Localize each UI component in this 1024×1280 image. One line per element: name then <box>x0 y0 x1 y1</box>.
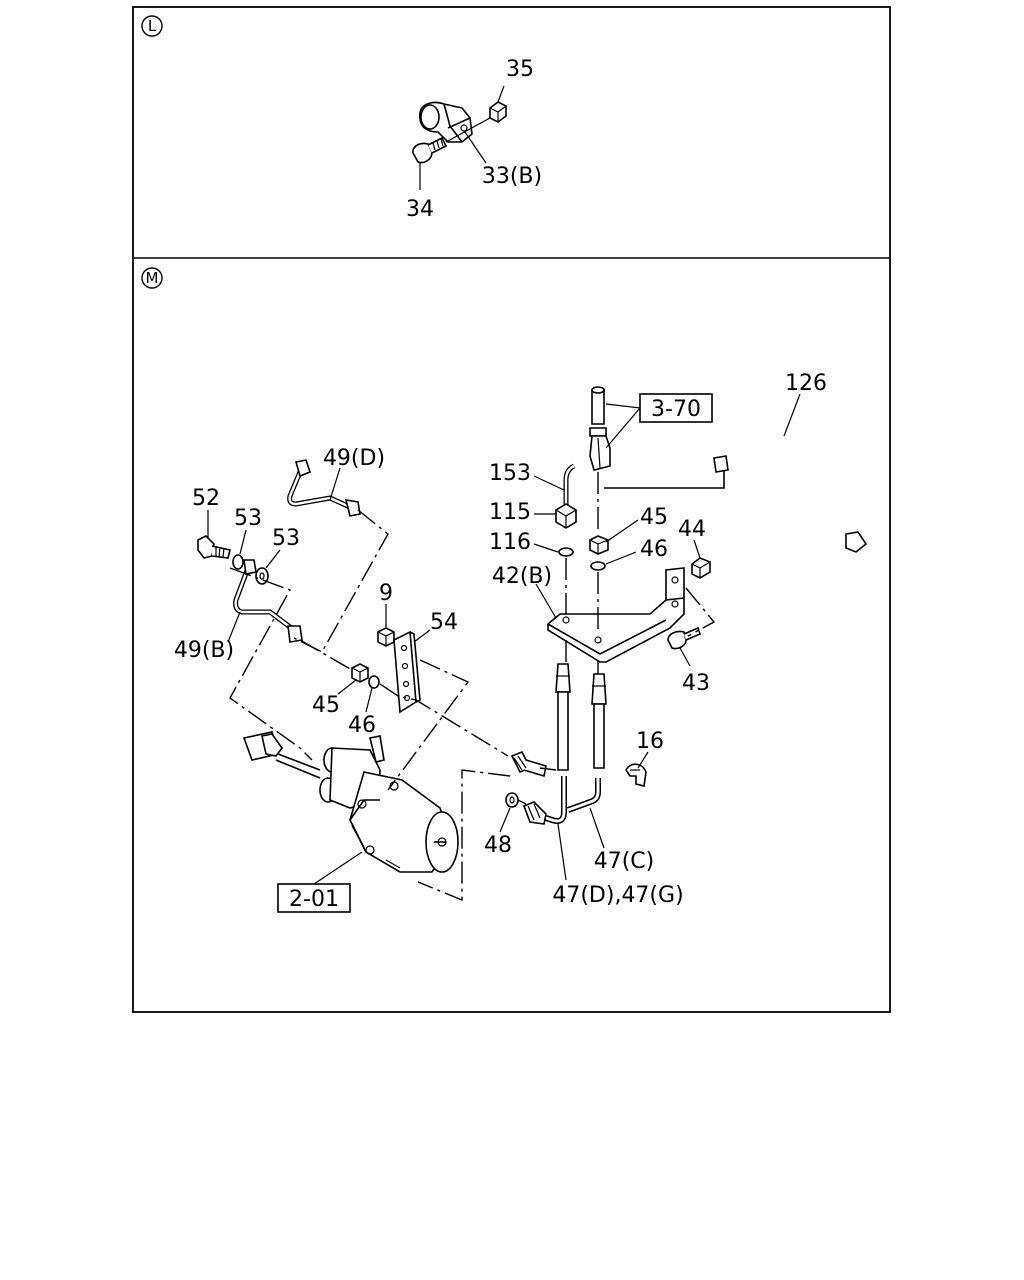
label-48: 48 <box>484 833 512 858</box>
label-34: 34 <box>406 197 434 222</box>
label-35: 35 <box>506 57 534 82</box>
section-mark-l: L <box>141 15 163 37</box>
label-46-lower: 46 <box>348 713 376 738</box>
label-153: 153 <box>489 461 531 486</box>
clip-16 <box>625 763 647 787</box>
bracket-42b <box>547 567 685 663</box>
assembly-line-g <box>517 799 527 805</box>
label-43: 43 <box>682 671 710 696</box>
assembly-line-a <box>293 509 389 653</box>
label-44: 44 <box>678 517 706 542</box>
nut-45-lower <box>351 663 369 683</box>
label-45-upper: 45 <box>640 505 668 530</box>
hose-right <box>591 673 607 769</box>
label-116: 116 <box>489 530 531 555</box>
outer-frame <box>132 6 891 1013</box>
label-53-b: 53 <box>272 526 300 551</box>
assembly-line-f <box>539 767 557 771</box>
nut-9 <box>377 627 395 647</box>
washer-48 <box>505 792 519 808</box>
assembly-line-d <box>379 683 509 757</box>
pipe-47c <box>566 778 601 813</box>
svg-text:L: L <box>148 17 157 35</box>
label-16: 16 <box>636 729 664 754</box>
sensor-3-70 <box>589 386 611 471</box>
nut-45-upper <box>589 535 609 555</box>
fitting-lower <box>510 750 547 778</box>
washer-46-lower <box>368 675 380 689</box>
nut-44 <box>691 557 711 579</box>
label-54: 54 <box>430 610 458 635</box>
bolt-43 <box>667 626 701 650</box>
washer-46-upper <box>590 561 606 571</box>
label-126: 126 <box>785 371 827 396</box>
label-115: 115 <box>489 500 531 525</box>
ref-box-3-70 <box>639 393 713 423</box>
label-9: 9 <box>379 581 393 606</box>
washer-53-a <box>232 554 244 570</box>
hose-left <box>555 663 571 771</box>
label-42b: 42(B) <box>492 564 552 589</box>
pipe-47d-47g <box>522 776 567 825</box>
label-47d-47g: 47(D),47(G) <box>552 883 683 908</box>
washer-116 <box>558 547 574 557</box>
bracket-clamp-33b <box>419 101 473 143</box>
nut-115 <box>555 503 577 529</box>
assembly-line-e <box>387 659 470 791</box>
section-mark-m: M <box>141 267 163 289</box>
assembly-line-b <box>229 567 313 761</box>
label-49b: 49(B) <box>174 638 234 663</box>
clutch-booster-2-01 <box>242 731 459 873</box>
label-46-upper: 46 <box>640 537 668 562</box>
pipe-126 <box>713 420 868 553</box>
svg-text:M: M <box>146 269 159 287</box>
assembly-line-c <box>299 639 353 671</box>
ref-2-01: 2-01 <box>289 887 339 912</box>
bolt-52 <box>197 535 231 559</box>
link-126 <box>604 470 725 489</box>
pipe-153 <box>563 463 576 508</box>
washer-53-b <box>255 567 269 585</box>
label-47c: 47(C) <box>594 849 655 874</box>
pipe-49b <box>233 559 303 643</box>
nut-35 <box>489 101 507 123</box>
label-53-a: 53 <box>234 506 262 531</box>
label-33b: 33(B) <box>482 164 542 189</box>
pipe-49d <box>287 459 361 517</box>
bolt-34 <box>412 136 448 164</box>
assembly-line-n <box>685 587 716 637</box>
label-52: 52 <box>192 486 220 511</box>
label-45-lower: 45 <box>312 693 340 718</box>
label-49d: 49(D) <box>323 446 385 471</box>
assembly-line-h <box>417 769 511 902</box>
ref-3-70: 3-70 <box>651 397 701 422</box>
